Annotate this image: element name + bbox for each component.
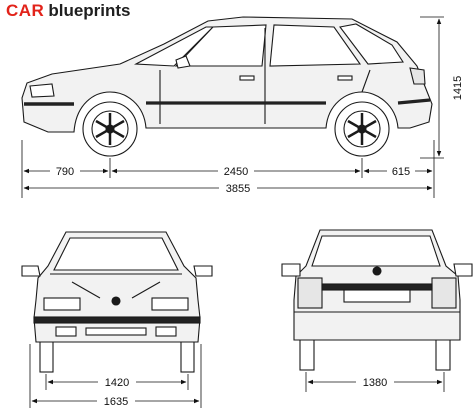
overall-height-label: 1415 (452, 76, 464, 100)
side-front-wheel (82, 101, 138, 157)
front-left-headlight (43, 297, 81, 311)
rear-trim-stripe (321, 283, 433, 291)
side-view-labels: 790 2450 615 3855 1415 (50, 70, 464, 195)
rear-left-mirror (281, 263, 301, 277)
brand-name: CAR (6, 1, 45, 20)
front-right-fog-light (155, 326, 177, 337)
rear-left-tyre (299, 335, 315, 371)
front-windshield (53, 237, 179, 271)
side-quarter-window (339, 23, 404, 65)
rear-view-labels: 1380 (356, 375, 394, 389)
side-extension-lines (21, 16, 444, 198)
side-front-door-window (174, 24, 267, 67)
front-left-mirror (21, 265, 41, 277)
side-mirror (175, 55, 191, 69)
rear-left-tail-lamp (297, 277, 323, 309)
rear-view (281, 229, 473, 371)
rear-right-mirror (453, 263, 473, 277)
side-view (21, 16, 433, 157)
rear-right-tail-lamp (431, 277, 457, 309)
side-headlight (29, 83, 55, 98)
rear-plate-recess (343, 289, 411, 303)
front-hood-lines (50, 273, 182, 299)
side-rear-door-window (269, 24, 362, 67)
front-right-mirror (193, 265, 213, 277)
front-left-fog-light (55, 326, 77, 337)
front-bumper-stripe (33, 316, 201, 324)
rear-track-label: 1380 (363, 377, 387, 389)
rear-window (311, 235, 441, 267)
front-air-intake (85, 327, 147, 336)
overall-width-label: 1635 (104, 396, 128, 408)
rear-right-tyre (435, 335, 451, 371)
overall-length-label: 3855 (226, 183, 250, 195)
front-view-labels: 1420 1635 (97, 375, 136, 408)
wheelbase-label: 2450 (224, 166, 248, 178)
side-front-door-handle (239, 75, 255, 81)
side-door-lines (159, 28, 371, 124)
side-tail-lamp (409, 67, 426, 85)
front-right-headlight (151, 297, 189, 311)
rear-badge (372, 266, 382, 276)
side-rear-door-handle (337, 75, 353, 81)
front-track-label: 1420 (105, 377, 129, 389)
front-badge (111, 296, 121, 306)
side-rear-wheel (334, 101, 390, 157)
rear-extension-lines (305, 372, 445, 392)
front-overhang-label: 790 (56, 166, 74, 178)
front-view (21, 231, 213, 373)
brand-suffix: blueprints (48, 1, 131, 20)
rear-overhang-label: 615 (392, 166, 410, 178)
front-extension-lines (29, 344, 202, 408)
side-trim-stripe (146, 98, 431, 105)
